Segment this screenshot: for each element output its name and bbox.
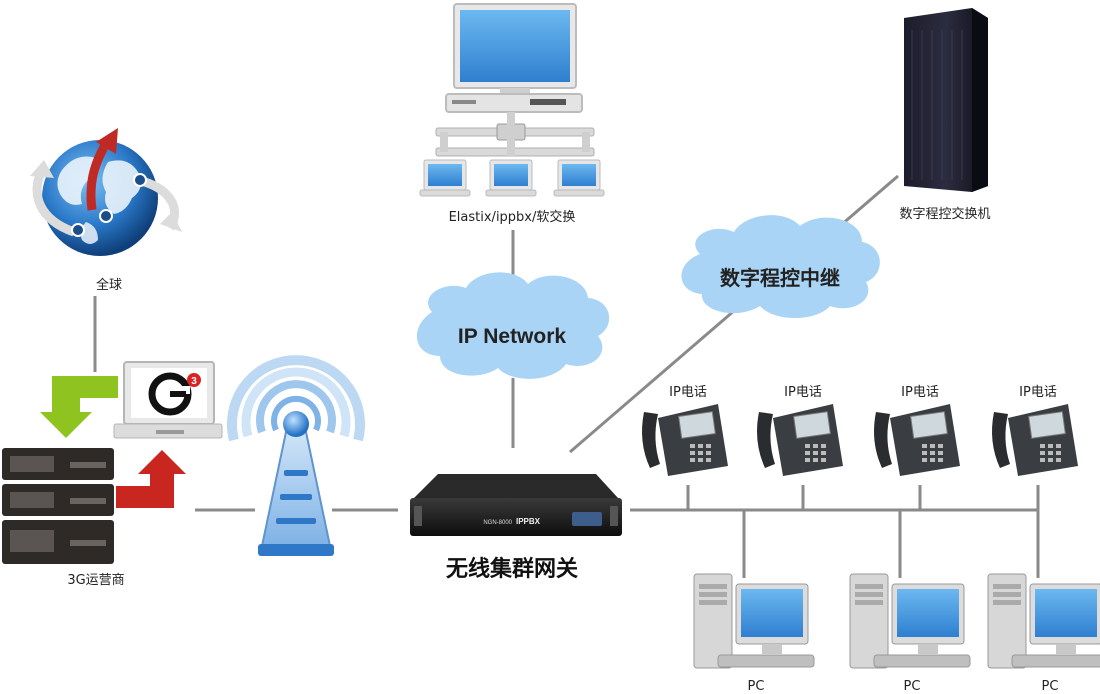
green-down-arrow-icon	[40, 376, 118, 438]
globe-label: 全球	[96, 277, 122, 293]
antenna-tower-icon	[227, 355, 365, 556]
digital-trunk-label: 数字程控中继	[720, 266, 840, 290]
ip-network-label: IP Network	[458, 325, 566, 348]
carrier-label: 3G运营商	[67, 573, 124, 588]
red-up-arrow-icon	[116, 450, 186, 508]
ip-phone-group: IP电话 IP电话 IP电话 IP电话	[642, 385, 1078, 476]
line-gateway-to-trunk	[569, 308, 736, 454]
softswitch-workstation-icon	[445, 3, 583, 113]
gateway-brand-text: IPPBX	[516, 517, 541, 526]
gateway-device-icon: NGN-8000 IPPBX	[410, 474, 622, 536]
pc-icon	[693, 573, 815, 669]
carrier-logo-superscript: 3	[191, 376, 197, 387]
ip-phone-label: IP电话	[784, 385, 822, 400]
pc-label: PC	[904, 679, 921, 694]
carrier-3g-logo: 3	[148, 372, 201, 416]
pc-icon	[849, 573, 971, 669]
globe-icon	[30, 128, 182, 256]
pbx-cabinet-icon	[904, 8, 988, 192]
pc-icon	[987, 573, 1100, 669]
softswitch-label: Elastix/ippbx/软交换	[449, 209, 576, 225]
ip-phone-label: IP电话	[669, 385, 707, 400]
ip-phone-label: IP电话	[1019, 385, 1057, 400]
pc-group: PC PC PC	[693, 573, 1100, 694]
gateway-label: 无线集群网关	[446, 556, 578, 582]
ip-phone-icon	[992, 404, 1078, 476]
gateway-panel-text: NGN-8000	[483, 520, 512, 526]
ip-phone-label: IP电话	[901, 385, 939, 400]
softswitch-hub-icon	[435, 112, 595, 157]
digital-trunk-cloud	[681, 215, 880, 318]
softswitch-laptops-icon	[419, 159, 605, 197]
ip-phone-icon	[642, 404, 728, 476]
pc-label: PC	[1042, 679, 1059, 694]
carrier-server-stack-icon	[2, 448, 114, 564]
ip-phone-icon	[757, 404, 843, 476]
connection-lines	[93, 174, 1040, 578]
pc-label: PC	[748, 679, 765, 694]
pbx-label: 数字程控交换机	[899, 206, 990, 222]
ip-network-cloud	[416, 272, 610, 379]
ip-phone-icon	[874, 404, 960, 476]
